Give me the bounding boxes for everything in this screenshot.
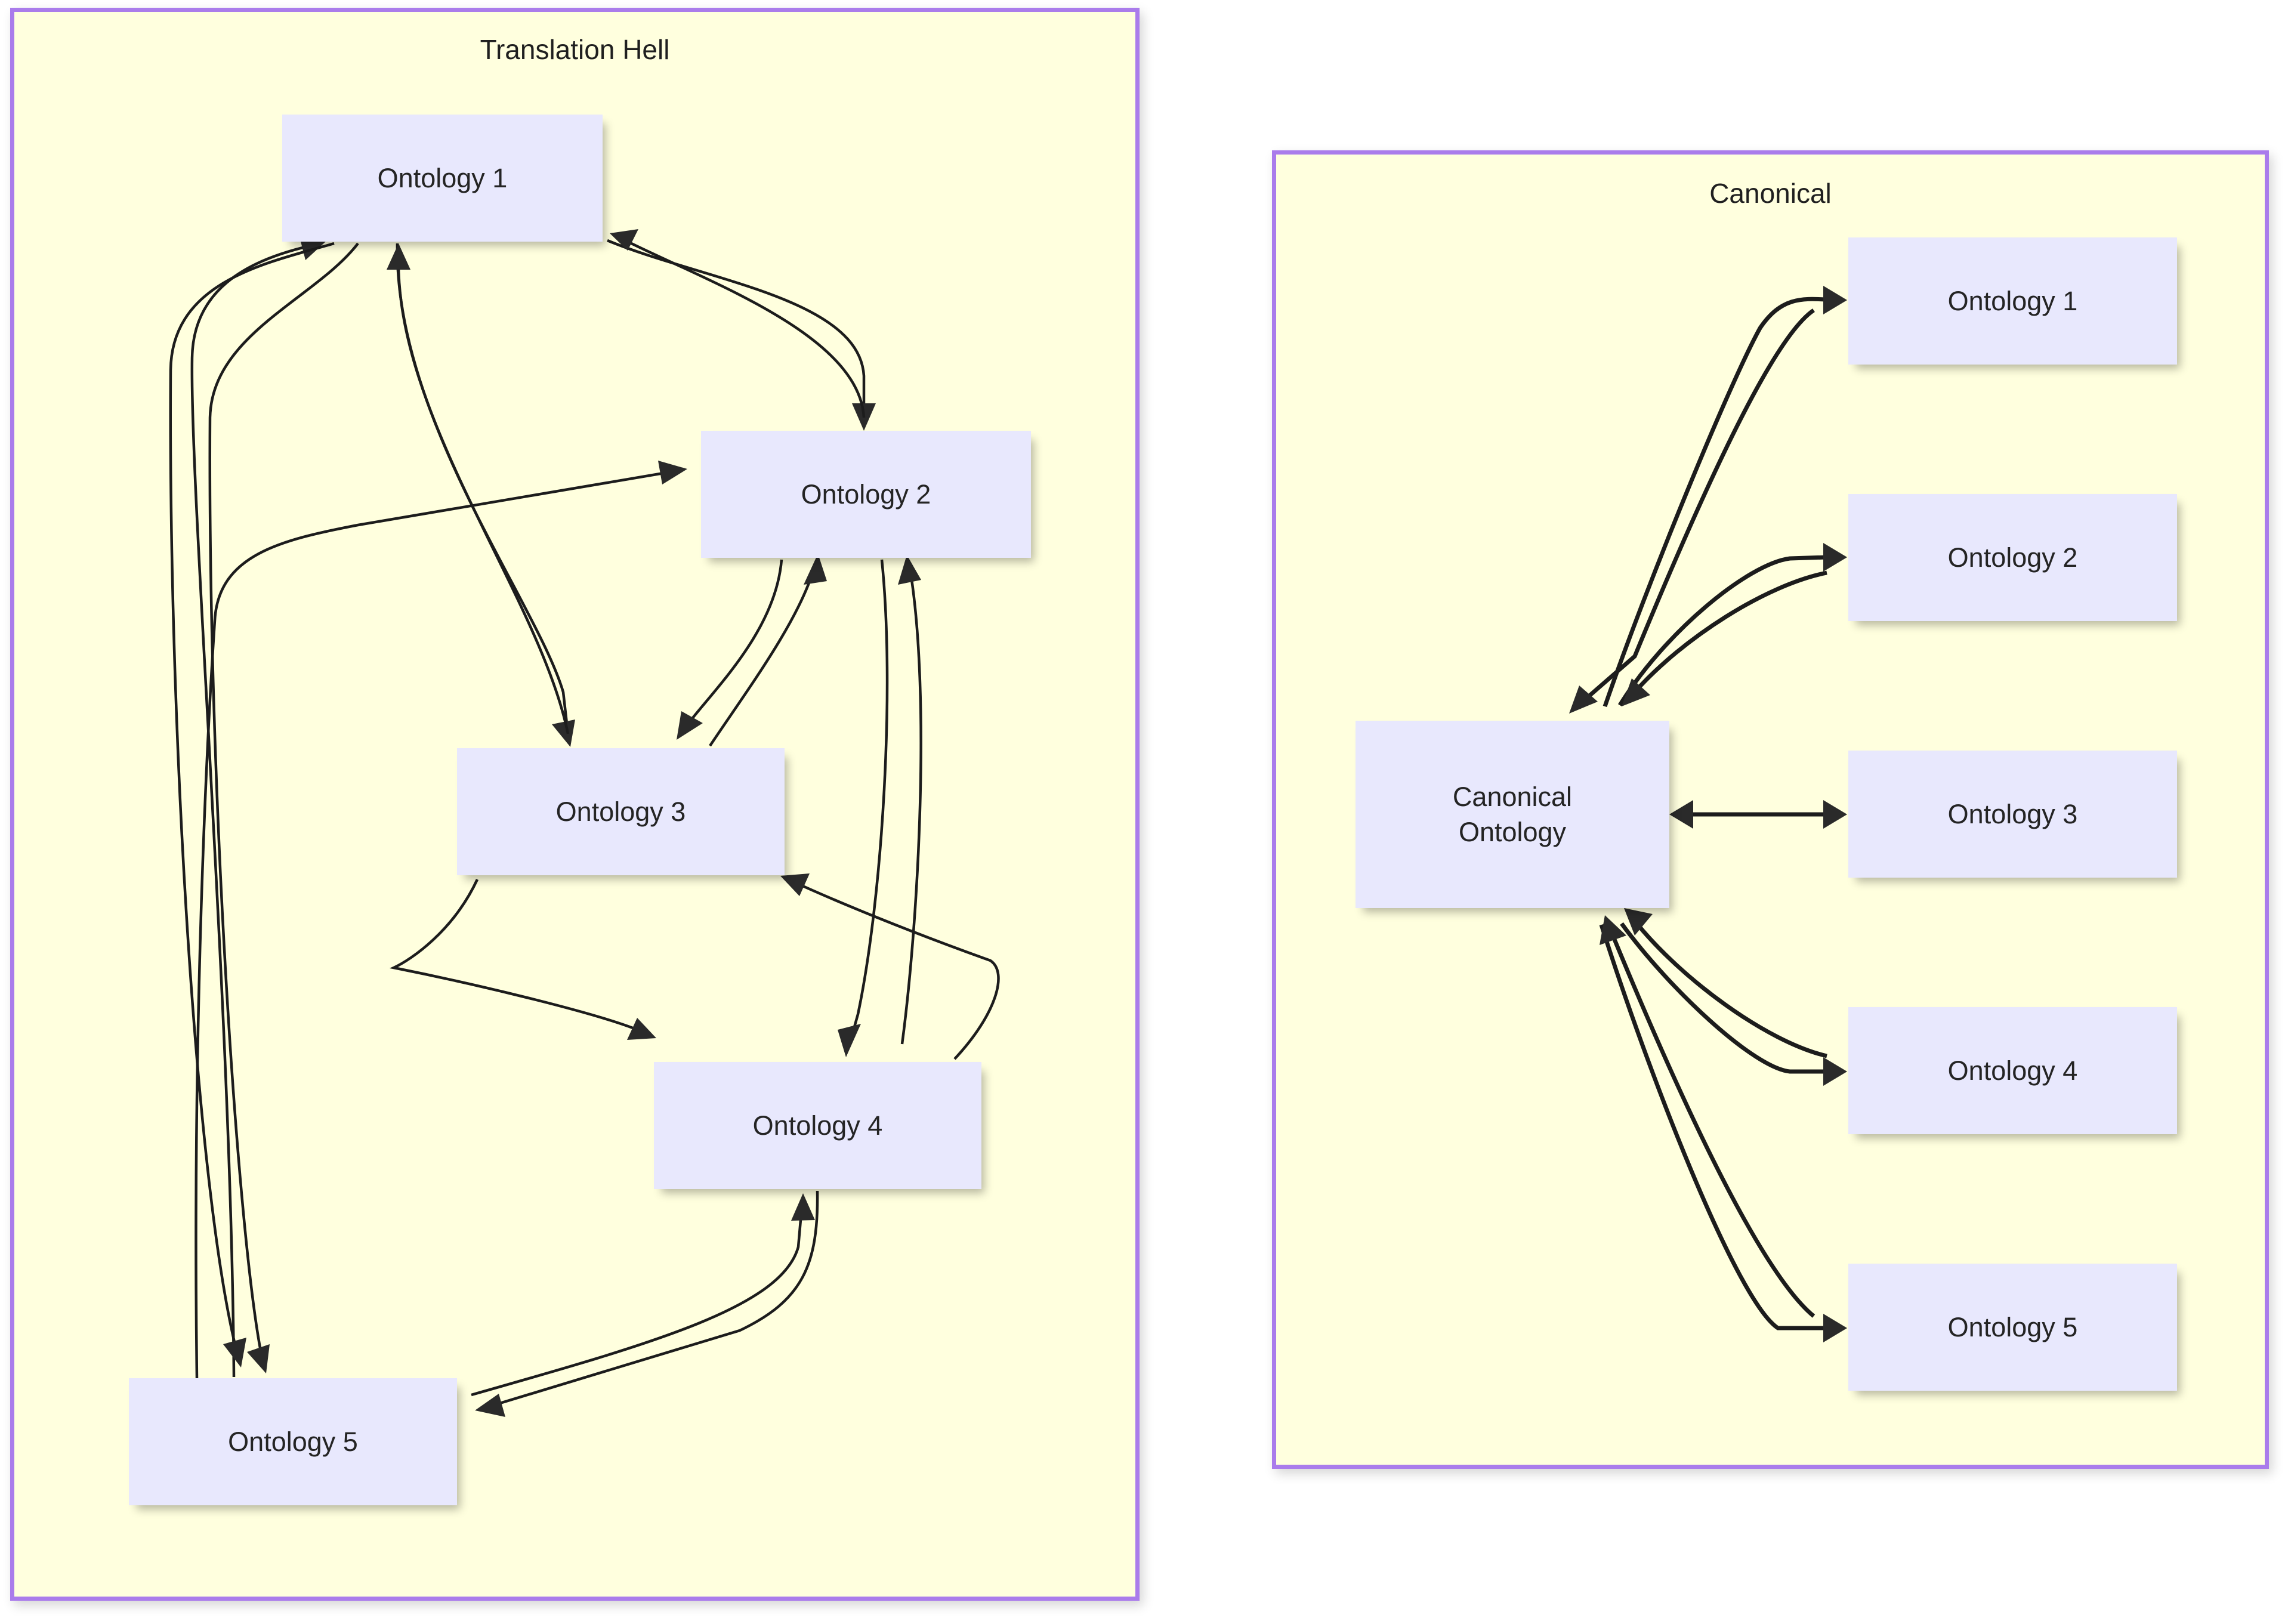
node-th-ontology-2[interactable]: Ontology 2 — [701, 431, 1031, 558]
node-label: Ontology 5 — [228, 1426, 358, 1457]
node-th-ontology-4[interactable]: Ontology 4 — [654, 1062, 981, 1189]
node-th-ontology-3[interactable]: Ontology 3 — [457, 748, 785, 875]
node-cn-canonical-ontology[interactable]: Canonical Ontology — [1356, 721, 1669, 908]
node-label: Ontology 3 — [555, 796, 686, 827]
node-cn-ontology-5[interactable]: Ontology 5 — [1848, 1264, 2177, 1391]
node-label: Ontology 1 — [1947, 285, 2078, 316]
node-cn-ontology-1[interactable]: Ontology 1 — [1848, 237, 2177, 365]
node-cn-ontology-3[interactable]: Ontology 3 — [1848, 751, 2177, 878]
node-cn-ontology-4[interactable]: Ontology 4 — [1848, 1007, 2177, 1134]
node-label-line-1: Canonical — [1452, 781, 1573, 812]
node-label: Ontology 4 — [752, 1110, 883, 1141]
node-th-ontology-1[interactable]: Ontology 1 — [282, 115, 603, 242]
node-cn-ontology-2[interactable]: Ontology 2 — [1848, 494, 2177, 621]
node-label: Ontology 2 — [801, 478, 931, 510]
node-th-ontology-5[interactable]: Ontology 5 — [129, 1378, 457, 1505]
subgraph-title-canonical: Canonical — [1709, 178, 1832, 209]
node-label: Ontology 4 — [1947, 1055, 2078, 1086]
node-label-line-2: Ontology — [1458, 817, 1567, 847]
subgraph-title-translation-hell: Translation Hell — [480, 34, 670, 65]
node-label: Ontology 3 — [1947, 798, 2078, 829]
node-label: Ontology 1 — [377, 162, 508, 193]
node-label: Ontology 5 — [1947, 1311, 2078, 1342]
node-label: Ontology 2 — [1947, 542, 2078, 573]
